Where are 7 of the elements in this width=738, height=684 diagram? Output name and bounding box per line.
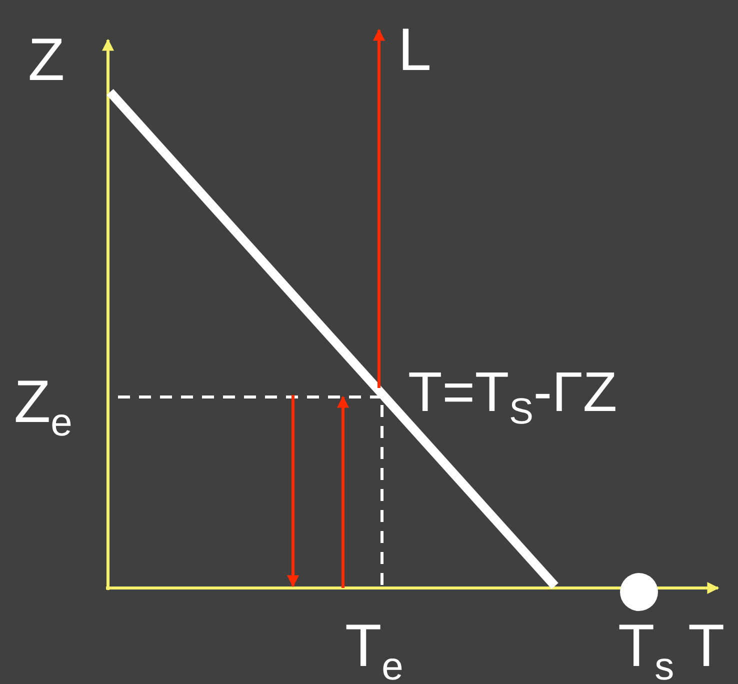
axis-label: Z: [28, 30, 65, 90]
axis-label: Z$_{e}$: [14, 372, 72, 443]
axis-label: T$_{s}$: [618, 616, 674, 684]
axis-label: T$_{e}$: [345, 616, 404, 684]
axis-label: T=T$_{S}$-ΓZ: [408, 364, 618, 430]
axis-label: T: [688, 616, 725, 676]
axis-label: L: [398, 20, 432, 80]
